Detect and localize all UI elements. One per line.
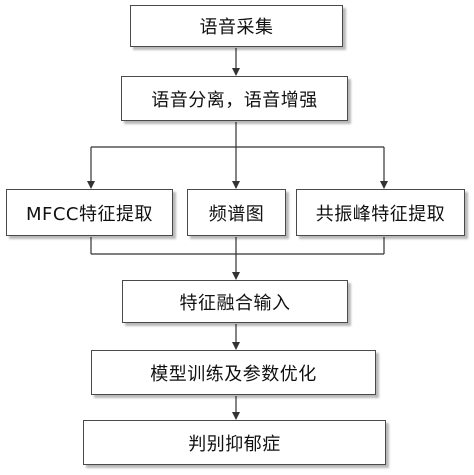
node-feature-fusion-input: 特征融合输入 <box>122 280 348 323</box>
node-model-training: 模型训练及参数优化 <box>91 350 376 395</box>
node-spectrogram: 频谱图 <box>187 189 286 236</box>
node-mfcc-extraction: MFCC特征提取 <box>6 189 173 236</box>
node-voice-collection: 语音采集 <box>130 5 343 47</box>
node-depression-detection: 判别抑郁症 <box>83 420 386 465</box>
node-formant-extraction: 共振峰特征提取 <box>296 189 465 236</box>
node-voice-separation-enhancement: 语音分离，语音增强 <box>121 76 348 121</box>
